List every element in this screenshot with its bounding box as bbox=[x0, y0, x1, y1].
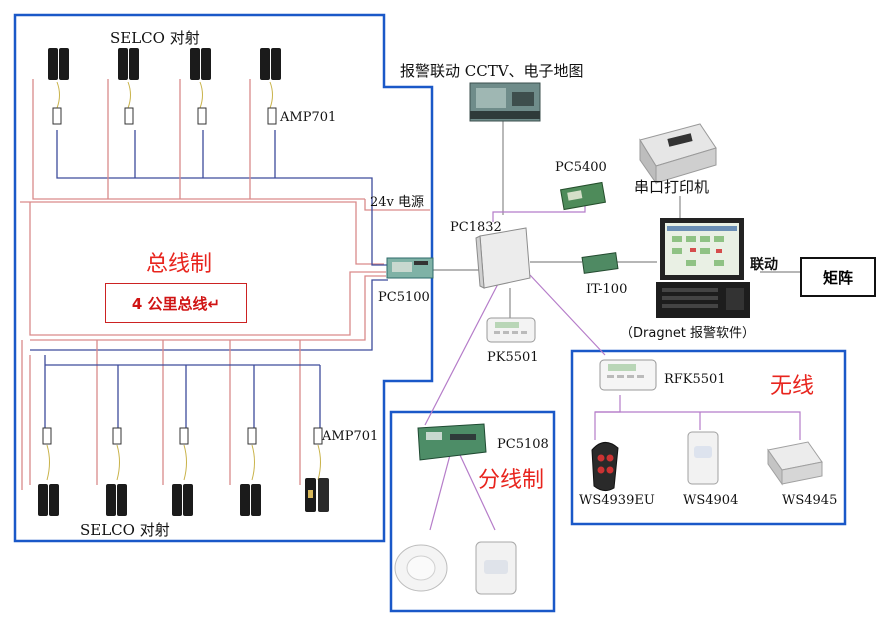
computer-icon bbox=[656, 218, 750, 318]
pc5400-label: PC5400 bbox=[555, 160, 607, 175]
motion-detector-icon bbox=[687, 431, 719, 485]
pir-detector-icon bbox=[475, 541, 517, 595]
pc1832-label: PC1832 bbox=[450, 220, 502, 235]
ws4904-label: WS4904 bbox=[683, 493, 739, 508]
alarm-link-label: 报警联动 CCTV、电子地图 bbox=[400, 62, 584, 80]
pc5100-board-icon bbox=[386, 257, 434, 279]
wireless-frame bbox=[570, 349, 847, 526]
four-km-bus-box: 4 公里总线↵ bbox=[105, 283, 247, 323]
branch-system-title: 分线制 bbox=[478, 468, 545, 493]
bus-system-frame bbox=[13, 13, 434, 543]
keyfob-icon bbox=[591, 442, 619, 492]
cctv-board-icon bbox=[469, 82, 541, 122]
it100-label: IT-100 bbox=[586, 282, 628, 297]
power-24v-label: 24v 电源 bbox=[370, 195, 425, 210]
selco-bottom-label: SELCO 对射 bbox=[80, 521, 170, 539]
pk5501-label: PK5501 bbox=[487, 350, 539, 365]
bottom-detector-wires bbox=[46, 444, 321, 481]
pc5400-board-icon bbox=[560, 181, 606, 211]
amp-top-label: AMP701 bbox=[280, 110, 337, 125]
rfk5501-keypad-icon bbox=[599, 359, 657, 391]
door-contact-icon bbox=[767, 441, 823, 486]
ws4939eu-label: WS4939EU bbox=[579, 493, 655, 508]
link-label: 联动 bbox=[750, 257, 778, 273]
pc5108-board-icon bbox=[417, 423, 487, 461]
printer-icon bbox=[639, 123, 717, 185]
top-amp-module-icon bbox=[52, 107, 277, 125]
top-detector-wires bbox=[56, 81, 273, 109]
bottom-beam-detector-icon bbox=[38, 478, 329, 516]
smoke-detector-icon bbox=[394, 544, 448, 592]
ws4945-label: WS4945 bbox=[782, 493, 838, 508]
pc1832-enclosure-icon bbox=[475, 227, 531, 289]
dragnet-software-label: （Dragnet 报警软件） bbox=[620, 326, 756, 341]
top-bus-wires bbox=[20, 79, 430, 351]
beam-detector-icon bbox=[48, 48, 281, 80]
branch-system-frame bbox=[389, 410, 556, 613]
matrix-box: 矩阵 bbox=[800, 257, 876, 297]
serial-printer-label: 串口打印机 bbox=[634, 178, 710, 196]
rfk5501-label: RFK5501 bbox=[664, 372, 726, 387]
pc5100-label: PC5100 bbox=[378, 290, 430, 305]
center-links bbox=[424, 120, 801, 531]
bottom-amp-module-icon bbox=[42, 427, 323, 445]
bus-system-title: 总线制 bbox=[146, 252, 213, 277]
pc5108-label: PC5108 bbox=[497, 437, 549, 452]
amp-bottom-label: AMP701 bbox=[322, 429, 379, 444]
wireless-title: 无线 bbox=[770, 374, 815, 399]
it100-board-icon bbox=[581, 252, 619, 274]
bottom-bus-wires bbox=[21, 340, 321, 490]
pk5501-keypad-icon bbox=[486, 317, 536, 343]
selco-top-label: SELCO 对射 bbox=[110, 29, 200, 47]
